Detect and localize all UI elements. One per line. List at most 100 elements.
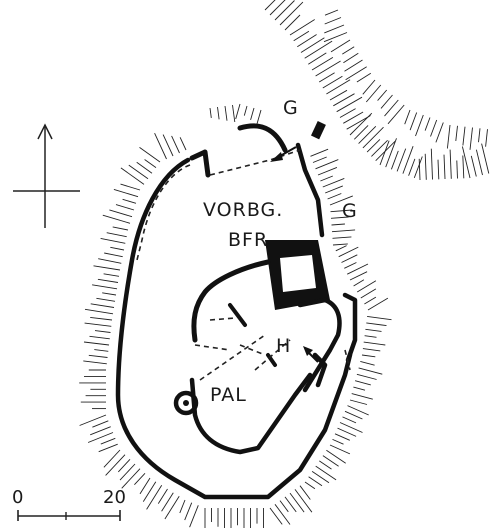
slope-hatch-line [404, 109, 411, 125]
slope-hatch-line [83, 360, 107, 365]
slope-hatch-line [367, 297, 389, 311]
slope-hatch-line [326, 449, 346, 464]
slope-hatch-line [371, 139, 388, 157]
slope-hatch-line [318, 72, 335, 83]
slope-hatch-line [279, 1, 304, 26]
slope-hatch-line [179, 499, 186, 514]
slope-hatch-line [336, 96, 363, 113]
label-gate-east: G [342, 200, 358, 222]
slope-hatch-line [337, 427, 357, 437]
slope-hatch-line [250, 107, 255, 121]
label-palas: PAL [210, 384, 247, 406]
slope-hatch-line [330, 209, 353, 213]
slope-hatch-line [88, 354, 108, 358]
inner-wall-west [189, 372, 313, 455]
dashed-inner-north [209, 317, 236, 321]
slope-hatch-line [311, 471, 330, 484]
inner-ward-wall [191, 259, 271, 343]
slope-hatch-line [109, 209, 133, 218]
slope-hatch-line [351, 393, 373, 400]
slope-hatch-line [119, 463, 136, 481]
slope-hatching-west [79, 133, 313, 528]
scale-label-start: 0 [12, 487, 23, 508]
slope-hatch-line [300, 37, 325, 53]
slope-hatch-line [323, 32, 348, 43]
slope-hatch-line [364, 296, 377, 305]
slope-hatch-line [98, 443, 118, 453]
slope-hatch-line [113, 188, 139, 198]
slope-hatch-line [217, 106, 220, 120]
slope-hatch-line [446, 124, 451, 149]
slope-hatch-line [102, 292, 117, 296]
slope-hatch-line [366, 322, 387, 327]
slope-hatch-line [310, 148, 329, 157]
slope-hatch-line [356, 72, 372, 83]
slope-hatch-line [339, 108, 356, 118]
slope-hatch-line [232, 104, 236, 123]
slope-hatch-line [367, 315, 392, 321]
slope-hatch-line [324, 9, 339, 16]
slope-hatch-line [366, 139, 381, 153]
slope-hatch-line [122, 198, 137, 204]
slope-hatch-line [402, 146, 414, 174]
slope-hatch-line [338, 246, 359, 258]
slope-hatch-line [289, 492, 305, 513]
slope-hatch-line [379, 140, 390, 166]
slope-hatch-line [103, 273, 120, 277]
slope-hatch-line [443, 154, 446, 180]
slope-hatch-line [94, 349, 109, 352]
slope-hatch-line [424, 117, 431, 131]
slope-hatch-line [354, 380, 371, 386]
slope-hatch-line [362, 126, 384, 149]
slope-hatch-line [349, 112, 373, 136]
slope-hatch-line [284, 14, 301, 31]
slope-hatch-line [284, 496, 297, 513]
slope-hatch-line [329, 195, 353, 206]
label-outer-bailey: VORBG. [203, 199, 283, 221]
slope-hatch-line [349, 399, 368, 405]
slope-hatch-line [294, 489, 313, 513]
slope-hatch-line [184, 502, 193, 521]
outer-curtain-wall [115, 157, 353, 500]
north-arrow-icon [13, 123, 80, 228]
slope-hatch-line [345, 66, 367, 81]
slope-hatch-line [387, 104, 405, 125]
slope-hatch-line [339, 422, 363, 433]
outer-wall-northeast [295, 142, 325, 238]
slope-hatch-line [396, 148, 407, 172]
slope-hatch-line [430, 119, 438, 137]
slope-hatch-line [322, 75, 343, 89]
slope-hatch-line [344, 262, 357, 269]
slope-hatch-line [485, 129, 488, 147]
slope-hatch-line [356, 373, 377, 380]
slope-hatch-line [462, 126, 466, 146]
slope-hatch-line [136, 161, 153, 174]
slope-hatch-line [327, 193, 342, 200]
slope-hatch-line [364, 335, 377, 338]
slope-hatch-line [344, 410, 363, 420]
outer-wall-east [342, 292, 358, 363]
slope-hatch-line [102, 214, 131, 224]
slope-hatch-line [83, 341, 110, 346]
slope-hatch-line [322, 455, 339, 467]
dashed-palas-diagonal [199, 334, 291, 381]
slope-hatch-line [437, 159, 440, 180]
slope-hatch-line [128, 164, 149, 180]
slope-hatch-line [115, 204, 135, 211]
slope-hatch-line [361, 354, 376, 358]
slope-hatch-line [332, 243, 348, 246]
slope-hatch-line [409, 112, 418, 131]
slope-hatch-line [353, 125, 369, 140]
slope-hatch-line [269, 0, 286, 16]
slope-hatch-line [94, 330, 111, 333]
slope-hatch-line [171, 135, 180, 154]
slope-hatch-line [274, 0, 295, 21]
slope-hatch-line [144, 159, 157, 168]
slope-hatch-line [322, 177, 345, 188]
slope-hatch-line [384, 99, 399, 117]
slope-hatch-line [96, 297, 116, 302]
gate-post-north [310, 121, 326, 140]
entrance-arrow-north-icon [270, 146, 297, 162]
gate-tower-north [189, 123, 288, 178]
